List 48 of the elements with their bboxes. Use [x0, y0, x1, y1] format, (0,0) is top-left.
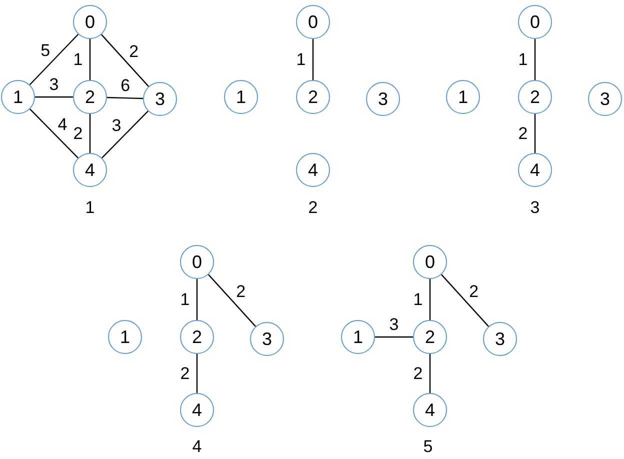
node-circle: 1 — [1, 80, 35, 114]
edge-line — [196, 354, 198, 393]
panel-number: 2 — [308, 198, 318, 218]
edge-line — [441, 274, 489, 327]
edge-line — [89, 114, 91, 153]
edge-line — [196, 279, 198, 320]
node-circle: 1 — [108, 320, 142, 354]
edge-line — [534, 114, 536, 153]
edge-line — [429, 279, 431, 320]
edge-line — [375, 336, 413, 338]
node-circle: 4 — [296, 153, 330, 187]
node-circle: 1 — [224, 80, 258, 114]
node-circle: 3 — [143, 82, 177, 116]
node-circle: 3 — [250, 322, 284, 356]
node-circle: 1 — [341, 320, 375, 354]
node-circle: 0 — [518, 5, 552, 39]
node-circle: 2 — [518, 80, 552, 114]
node-circle: 4 — [180, 393, 214, 427]
edge-line — [29, 34, 79, 86]
node-circle: 4 — [73, 153, 107, 187]
edge-line — [534, 39, 536, 80]
edge-line — [106, 96, 144, 100]
edge-line — [30, 108, 78, 158]
panel-number: 1 — [85, 198, 95, 218]
node-circle: 2 — [73, 80, 107, 114]
edge-line — [429, 354, 431, 393]
node-circle: 4 — [518, 153, 552, 187]
node-circle: 0 — [296, 5, 330, 39]
panel-number: 4 — [192, 437, 202, 457]
node-circle: 4 — [413, 393, 447, 427]
node-circle: 3 — [366, 82, 400, 116]
node-circle: 2 — [413, 320, 447, 354]
edge-line — [102, 110, 148, 158]
node-circle: 0 — [73, 5, 107, 39]
edge-line — [208, 274, 256, 327]
node-circle: 3 — [588, 82, 622, 116]
node-circle: 2 — [296, 80, 330, 114]
node-circle: 2 — [180, 320, 214, 354]
node-circle: 0 — [413, 245, 447, 279]
edge-line — [89, 39, 91, 80]
node-circle: 3 — [483, 322, 517, 356]
edge-line — [312, 39, 314, 80]
node-circle: 1 — [446, 80, 480, 114]
edge-line — [101, 34, 149, 87]
node-circle: 0 — [180, 245, 214, 279]
edge-line — [35, 96, 73, 98]
panel-number: 3 — [530, 198, 540, 218]
panel-number: 5 — [423, 437, 433, 457]
